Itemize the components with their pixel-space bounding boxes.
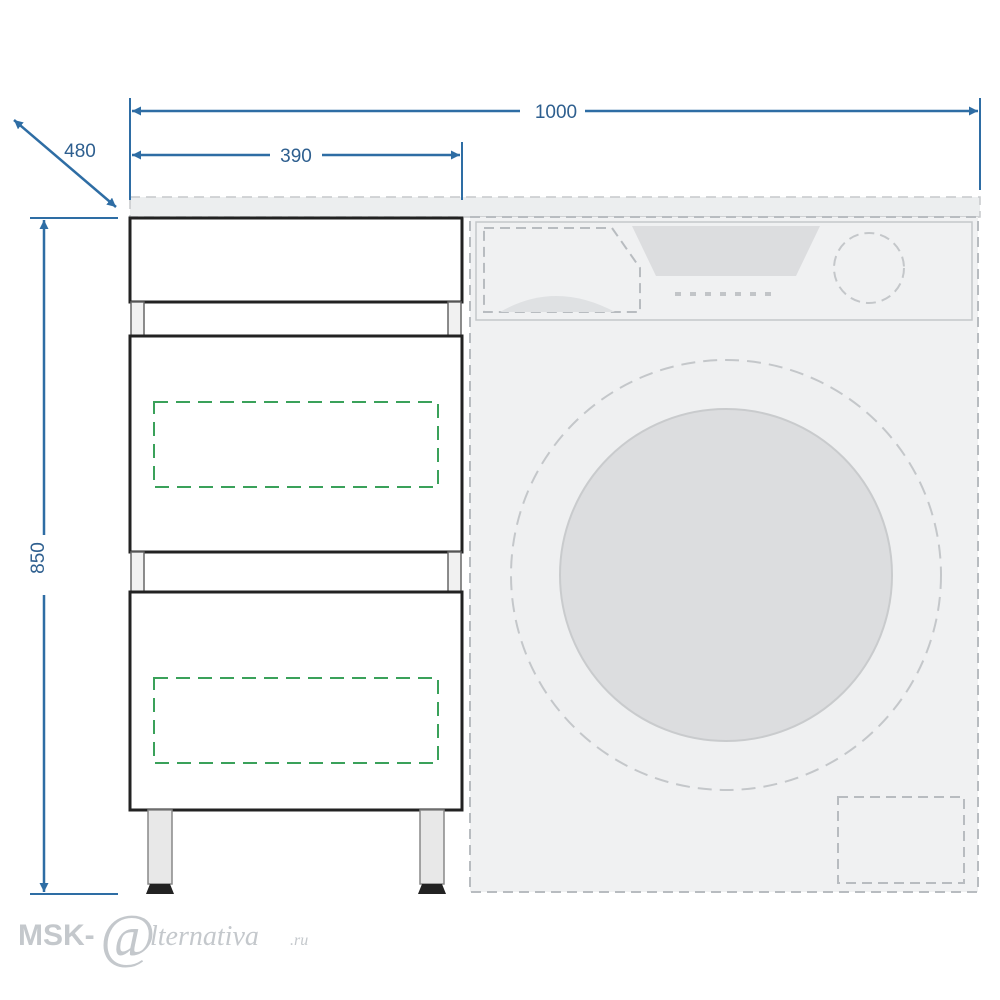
lower-drawer [128,590,464,812]
drawer-handle [500,296,615,312]
upper-drawer-inset [153,401,439,488]
cabinet-top-panel [128,216,464,304]
total-width-label: 1000 [535,102,577,123]
upper-drawer [128,334,464,554]
watermark-logo: MSK- @ lternativa .ru [18,903,308,969]
cabinet-post-right-2 [447,551,462,593]
dimension-arrows [13,106,978,892]
foot-left [146,884,174,894]
foot-right [418,884,446,894]
cabinet [128,216,464,894]
detergent-drawer [483,227,641,313]
filter-hatch [837,796,965,884]
washer-display [632,226,820,276]
arrow-depth [13,119,117,208]
washer-dial [833,232,905,304]
extension-lines [30,98,981,895]
washer-buttons [675,292,771,296]
leg-left [147,809,173,885]
washing-machine [129,196,981,893]
lower-drawer-inset [153,677,439,764]
washer-top-strip [129,196,981,218]
watermark-at-icon: @ [100,903,155,969]
watermark-suffix: lternativa [150,921,259,952]
watermark-tld: .ru [290,932,308,949]
cabinet-width-label: 390 [280,146,312,167]
cabinet-post-left-1 [130,301,145,337]
height-label: 850 [28,542,49,574]
cabinet-post-right-1 [447,301,462,337]
washer-drum [559,408,893,742]
watermark-prefix: MSK- [18,919,95,952]
leg-right [419,809,445,885]
cabinet-post-left-2 [130,551,145,593]
washer-control-panel [475,221,973,321]
depth-label: 480 [64,141,96,162]
